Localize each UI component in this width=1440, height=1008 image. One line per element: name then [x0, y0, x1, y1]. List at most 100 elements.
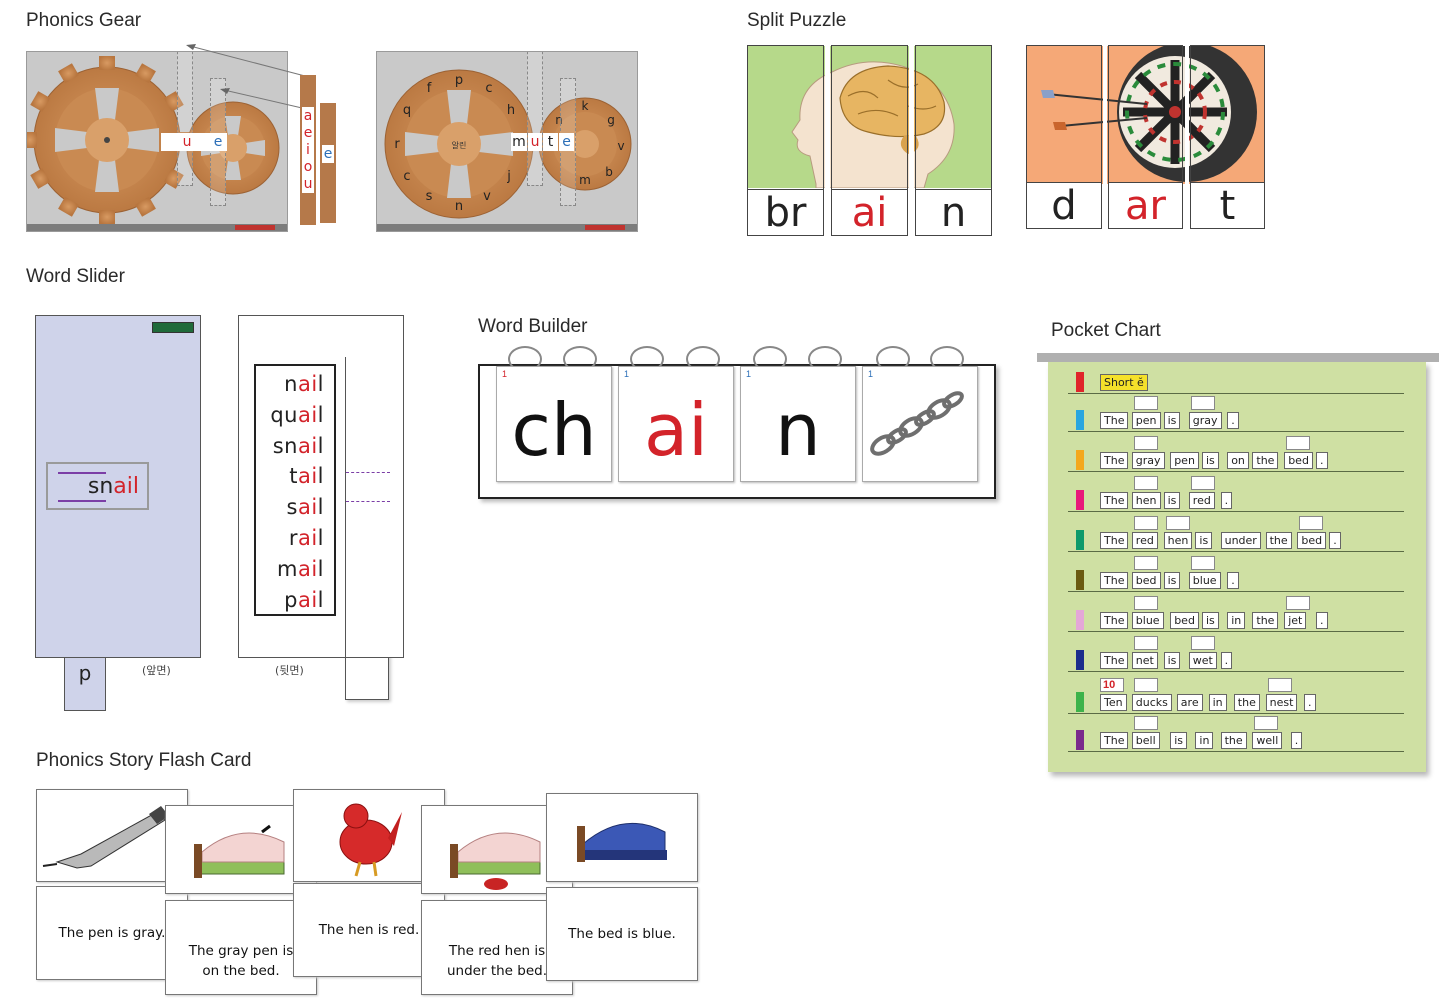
binder-ring — [686, 346, 720, 372]
word-card[interactable]: are — [1176, 694, 1203, 711]
word-card[interactable]: red — [1188, 492, 1215, 509]
word-card[interactable]: is — [1163, 572, 1181, 589]
window-marker — [346, 472, 390, 473]
word-card[interactable]: is — [1195, 532, 1213, 549]
word-card[interactable]: is — [1202, 452, 1219, 469]
word-card[interactable]: The — [1100, 612, 1129, 629]
word-card[interactable]: the — [1220, 732, 1247, 749]
flip-card[interactable]: 1 — [862, 366, 978, 482]
word-card[interactable]: is — [1202, 612, 1219, 629]
vowel-a[interactable]: a — [302, 107, 314, 125]
picture-card — [1133, 556, 1158, 570]
word-card[interactable]: is — [1170, 732, 1187, 749]
word-card[interactable]: blue — [1131, 612, 1164, 629]
vowel-i[interactable]: i — [302, 141, 314, 159]
e-strip[interactable] — [320, 103, 336, 223]
period-card[interactable]: . — [1316, 452, 1328, 469]
letter-tile[interactable]: u — [178, 133, 196, 151]
insert-edge — [345, 357, 389, 700]
word-card[interactable]: hen — [1163, 532, 1193, 549]
word-card[interactable]: hen — [1131, 492, 1161, 509]
word-card[interactable]: in — [1227, 612, 1246, 629]
puzzle-piece[interactable]: t — [1190, 45, 1265, 229]
puzzle-piece[interactable]: n — [915, 45, 992, 236]
word-card[interactable]: well — [1252, 732, 1283, 749]
puzzle-piece[interactable]: d — [1026, 45, 1102, 229]
puzzle-piece[interactable]: ai — [831, 45, 908, 236]
word-card[interactable]: bed — [1170, 612, 1199, 629]
word-card[interactable]: the — [1233, 694, 1260, 711]
word-card[interactable]: red — [1131, 532, 1158, 549]
letter-tile[interactable]: e — [559, 133, 574, 151]
period-card[interactable]: . — [1316, 612, 1328, 629]
word-card[interactable]: gray — [1131, 452, 1165, 469]
word-card[interactable]: bed — [1284, 452, 1313, 469]
word-card[interactable]: under — [1220, 532, 1261, 549]
word-card[interactable]: is — [1163, 412, 1181, 429]
flash-card-text[interactable]: The pen is gray. — [36, 886, 188, 980]
word-card[interactable]: net — [1131, 652, 1158, 669]
vowel-e[interactable]: e — [302, 124, 314, 142]
word-card[interactable]: bed — [1297, 532, 1327, 549]
period-card[interactable]: . — [1290, 732, 1303, 749]
side-letter-e[interactable]: e — [322, 145, 334, 163]
puzzle-piece[interactable]: ar — [1108, 45, 1183, 229]
period-card[interactable]: . — [1227, 412, 1239, 429]
word-card[interactable]: on — [1227, 452, 1249, 469]
picture-card — [1190, 636, 1215, 650]
word-card[interactable]: blue — [1188, 572, 1221, 589]
word-card[interactable]: the — [1265, 532, 1292, 549]
word-card[interactable]: bell — [1131, 732, 1160, 749]
word-card[interactable]: The — [1100, 452, 1129, 469]
picture-card — [1133, 436, 1158, 450]
word-card[interactable]: pen — [1131, 412, 1161, 429]
flash-card-picture[interactable] — [546, 793, 698, 882]
puzzle-sound: br — [748, 189, 823, 235]
vowel-o[interactable]: o — [302, 158, 314, 176]
letter-tile[interactable]: u — [528, 133, 542, 151]
word-card[interactable]: ducks — [1131, 694, 1172, 711]
puzzle-piece[interactable]: br — [747, 45, 824, 236]
word-card[interactable]: the — [1252, 612, 1279, 629]
word-card[interactable]: is — [1163, 492, 1181, 509]
word-card[interactable]: gray — [1188, 412, 1222, 429]
flash-card-text[interactable]: The hen is red. — [293, 883, 445, 977]
flash-card-text[interactable]: The bed is blue. — [546, 887, 698, 981]
word-card[interactable]: The — [1100, 492, 1129, 509]
flash-card-picture[interactable] — [165, 805, 317, 894]
word-card[interactable]: in — [1195, 732, 1214, 749]
word-card[interactable]: The — [1100, 532, 1129, 549]
vowel-u[interactable]: u — [302, 175, 314, 193]
period-card[interactable]: . — [1220, 652, 1233, 669]
letter-tile[interactable]: t — [543, 133, 558, 151]
word-card[interactable]: nest — [1265, 694, 1298, 711]
period-card[interactable]: . — [1227, 572, 1239, 589]
word-card[interactable]: jet — [1284, 612, 1307, 629]
word-card[interactable]: the — [1252, 452, 1279, 469]
period-card[interactable]: . — [1304, 694, 1316, 711]
word-card[interactable]: is — [1163, 652, 1181, 669]
period-card[interactable]: . — [1220, 492, 1233, 509]
word-card[interactable]: wet — [1188, 652, 1217, 669]
word-card[interactable]: pen — [1170, 452, 1199, 469]
flash-card-picture[interactable] — [293, 789, 445, 882]
header-card[interactable]: Short ĕ — [1100, 374, 1148, 391]
word-card[interactable]: The — [1100, 732, 1129, 749]
letter-tile[interactable]: e — [209, 133, 227, 151]
word-card[interactable]: The — [1100, 652, 1129, 669]
slider-word: snail — [48, 474, 139, 499]
chart-rod — [1037, 353, 1439, 362]
word-card[interactable]: The — [1100, 572, 1129, 589]
period-card[interactable]: . — [1329, 532, 1341, 549]
word-card[interactable]: Ten — [1100, 694, 1127, 711]
flash-card-picture[interactable] — [36, 789, 188, 882]
word-card[interactable]: bed — [1131, 572, 1161, 589]
row-color-tab — [1076, 410, 1084, 430]
word-card[interactable]: in — [1208, 694, 1227, 711]
word-card[interactable]: The — [1100, 412, 1129, 429]
letter-tile[interactable]: m — [511, 133, 527, 151]
